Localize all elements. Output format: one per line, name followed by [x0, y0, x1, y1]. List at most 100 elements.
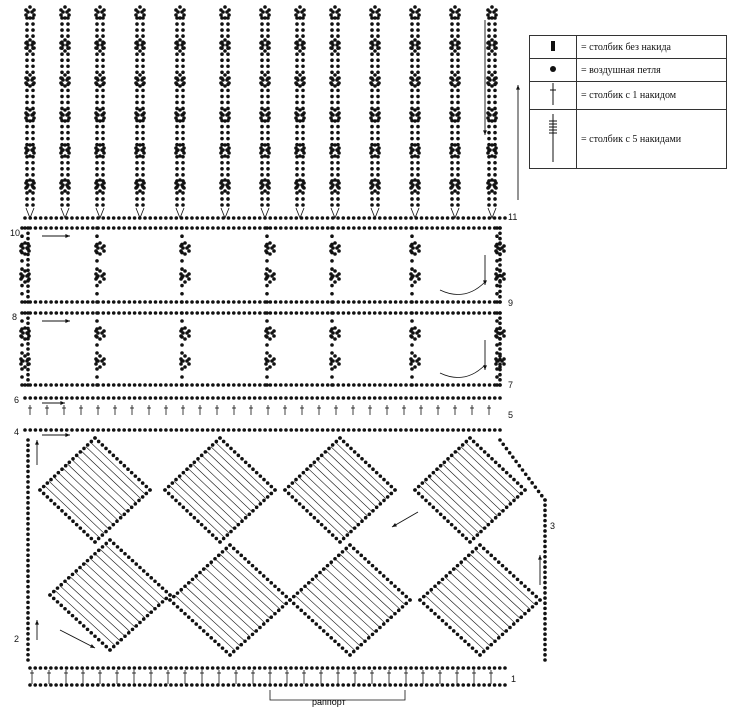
chain-stitch [141, 94, 145, 99]
chain-stitch [26, 336, 30, 341]
chain-stitch [435, 383, 440, 387]
chain-stitch [216, 683, 220, 687]
chain-stitch [95, 383, 99, 387]
chain-stitch [66, 88, 70, 93]
chain-stitch [263, 5, 267, 9]
chain-stitch [95, 319, 99, 323]
chain-stitch [95, 58, 99, 63]
chain-stitch [247, 463, 252, 468]
chain-stitch [231, 216, 236, 220]
stitch-row [419, 485, 475, 538]
chain-stitch [25, 197, 29, 201]
chain-stitch [370, 34, 374, 38]
stitch-row [85, 446, 142, 499]
chain-stitch [266, 88, 270, 93]
chain-stitch [341, 300, 346, 304]
stitch-row [303, 472, 359, 525]
chain-stitch [80, 396, 85, 400]
chain-stitch [26, 600, 30, 605]
chain-stitch [181, 106, 185, 111]
chain-stitch [503, 666, 507, 670]
chain-stitch [295, 16, 299, 20]
chain-stitch [301, 70, 305, 75]
chain-stitch [20, 267, 24, 271]
chain-stitch [60, 154, 64, 159]
chain-stitch [369, 151, 373, 155]
chain-stitch [305, 300, 309, 304]
chain-stitch [410, 283, 414, 288]
chain-stitch [226, 22, 230, 26]
chain-stitch [490, 457, 494, 461]
chain-stitch [330, 142, 334, 147]
chain-stitch [223, 119, 227, 123]
chain-stitch [106, 226, 111, 230]
chain-stitch [376, 142, 380, 147]
chain-stitch [54, 396, 59, 400]
chain-stitch [231, 428, 236, 432]
chain-stitch [396, 587, 401, 592]
chain-stitch [101, 428, 106, 432]
chain-stitch [413, 154, 417, 158]
chain-stitch [254, 567, 259, 571]
chain-stitch [459, 636, 464, 640]
chain-stitch [487, 191, 491, 195]
chain-stitch [494, 46, 498, 50]
chain-stitch [487, 666, 492, 670]
stitch-row [189, 581, 251, 637]
chain-stitch [190, 226, 194, 230]
chain-stitch [111, 644, 116, 649]
chain-stitch [66, 160, 70, 165]
chain-stitch [59, 226, 64, 230]
chain-stitch [416, 136, 420, 141]
chain-stitch [164, 589, 169, 594]
chain-stitch [229, 446, 233, 451]
chain-stitch [502, 249, 506, 253]
chain-stitch [261, 148, 265, 152]
chain-stitch [413, 280, 417, 284]
chain-stitch [302, 46, 306, 50]
chain-stitch [367, 300, 372, 304]
chain-stitch [295, 34, 299, 38]
chain-stitch [435, 467, 439, 472]
chain-stitch [337, 81, 341, 85]
chain-stitch [543, 565, 547, 569]
chain-stitch [143, 666, 147, 670]
chain-stitch [23, 396, 27, 400]
chain-stitch [102, 249, 106, 253]
chain-stitch [267, 151, 271, 155]
chain-stitch [419, 666, 424, 670]
arrow-head [538, 555, 542, 560]
chain-stitch [140, 481, 145, 485]
chain-stitch [44, 311, 48, 315]
chain-stitch [48, 593, 52, 597]
chain-stitch [371, 78, 375, 82]
chain-stitch [335, 183, 339, 187]
chain-stitch [298, 119, 302, 123]
chain-stitch [430, 300, 434, 304]
chain-stitch [456, 70, 460, 75]
chain-stitch [111, 396, 116, 400]
chain-stitch [104, 541, 109, 546]
chain-stitch [543, 606, 547, 611]
chain-stitch [98, 252, 102, 256]
chain-stitch [101, 88, 105, 93]
chain-stitch [440, 383, 445, 387]
chain-stitch [260, 88, 264, 93]
chain-stitch [49, 666, 53, 670]
chain-stitch [463, 639, 467, 644]
chain-stitch [226, 136, 230, 141]
chain-stitch [330, 130, 334, 135]
chain-stitch [260, 167, 264, 171]
chain-stitch [220, 124, 224, 129]
chain-stitch [60, 130, 64, 135]
chain-stitch [502, 362, 506, 366]
chain-stitch [367, 512, 372, 517]
chain-stitch [273, 300, 278, 304]
chain-stitch [140, 43, 144, 47]
chain-stitch [410, 16, 414, 20]
chain-stitch [221, 113, 225, 117]
chain-stitch [220, 154, 224, 159]
chain-stitch [451, 148, 455, 152]
chain-stitch [416, 167, 420, 171]
chain-stitch [265, 183, 269, 187]
